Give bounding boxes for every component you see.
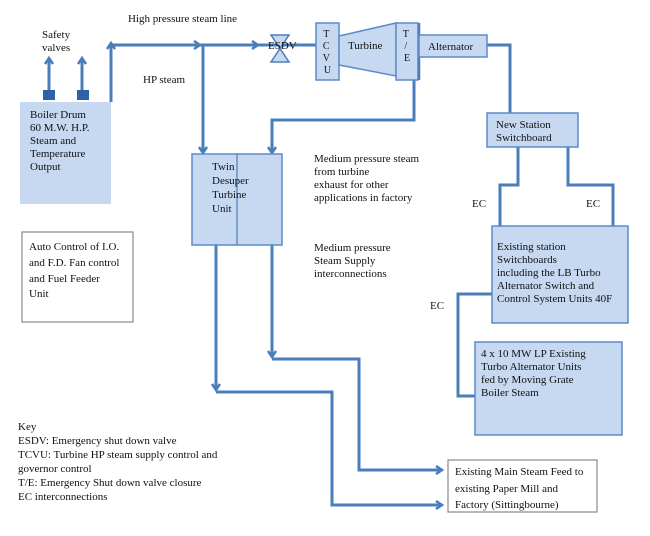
key-legend: Key ESDV: Emergency shut down valve TCVU… xyxy=(18,421,220,503)
tcvu-label: T C V U xyxy=(323,29,333,76)
mp-supply-line-2b xyxy=(272,357,442,470)
pipes xyxy=(49,43,615,505)
ec-left-label: EC xyxy=(472,198,486,210)
boiler-drum-box xyxy=(20,102,111,204)
existing-station-box xyxy=(491,225,629,324)
new-station-label: New Station Switchboard xyxy=(496,119,553,144)
lp-units-label: 4 x 10 MW LP Existing Turbo Alternator U… xyxy=(481,348,589,399)
mp-supply-label: Medium pressure Steam Supply interconnec… xyxy=(314,242,393,280)
alternator-line xyxy=(487,43,512,113)
turbine-label: Turbine xyxy=(348,40,383,52)
mp-supply-line-1b xyxy=(216,390,442,505)
mp-exhaust-label: Medium pressure steam from turbine exhau… xyxy=(314,153,422,204)
twin-desuper-label: Twin Desuper Turbine Unit xyxy=(212,161,251,215)
lp-units-box xyxy=(474,341,623,436)
safety-valve-2 xyxy=(77,90,89,100)
hp-steam-label: HP steam xyxy=(143,74,186,86)
te-label: T / E xyxy=(403,29,411,64)
ec-left-line xyxy=(498,147,520,226)
safety-valve-1 xyxy=(43,90,55,100)
auto-control-box xyxy=(21,231,134,323)
new-station-switchboard-box xyxy=(486,112,579,148)
high-pressure-line-label: High pressure steam line xyxy=(128,13,237,25)
existing-station-label: Existing station Switchboards including … xyxy=(497,241,612,305)
esdv-valve-icon xyxy=(269,34,291,63)
main-steam-feed-box xyxy=(447,459,598,513)
alternator-box xyxy=(418,34,488,58)
boiler-drum-label: Boiler Drum 60 M.W. H.P. Steam and Tempe… xyxy=(30,109,92,173)
ec-right-label: EC xyxy=(586,198,600,210)
main-steam-feed-label: Existing Main Steam Feed to existing Pap… xyxy=(455,466,586,511)
auto-control-label: Auto Control of I.O. and F.D. Fan contro… xyxy=(29,241,122,300)
exhaust-line xyxy=(272,80,416,153)
esdv-label: ESDV xyxy=(268,40,297,52)
ec-lower-label: EC xyxy=(430,300,444,312)
ec-lower-line xyxy=(456,292,492,398)
alternator-label: Alternator xyxy=(428,41,474,53)
ec-right-line xyxy=(566,147,615,226)
